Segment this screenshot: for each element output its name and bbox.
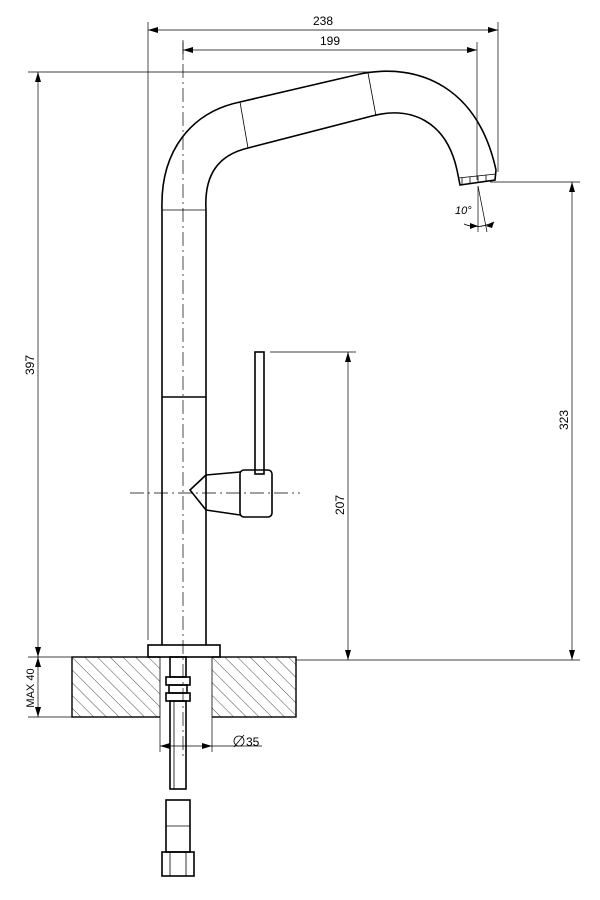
mixer-lever	[188, 351, 273, 518]
dimension-lever-height: 207	[270, 351, 356, 660]
diameter-icon	[233, 735, 245, 747]
spout	[161, 70, 497, 211]
spout-reach-label: 199	[320, 34, 340, 48]
dimension-overall-reach: 238	[147, 14, 499, 640]
diameter-icon-slash	[233, 734, 245, 748]
dimension-spout-angle: 10°	[455, 185, 495, 233]
hole-diameter-label: 35	[246, 735, 260, 749]
supply-hoses	[161, 656, 195, 877]
spout-angle-label: 10°	[455, 205, 472, 217]
dimension-hole-diameter: 35	[159, 717, 262, 752]
faucet-body	[147, 209, 221, 658]
spout-height-label: 323	[557, 410, 571, 430]
dimension-spout-reach: 199	[182, 34, 478, 180]
dimension-total-height: 397	[23, 71, 372, 658]
dimension-max-thickness: MAX 40	[25, 657, 72, 718]
total-height-label: 397	[23, 355, 37, 375]
overall-reach-label: 238	[313, 14, 333, 28]
dimension-spout-height: 323	[296, 181, 580, 661]
lever-height-label: 207	[333, 495, 347, 515]
center-lines	[130, 40, 300, 760]
max-thickness-label: MAX 40	[25, 668, 37, 707]
countertop	[71, 656, 297, 718]
